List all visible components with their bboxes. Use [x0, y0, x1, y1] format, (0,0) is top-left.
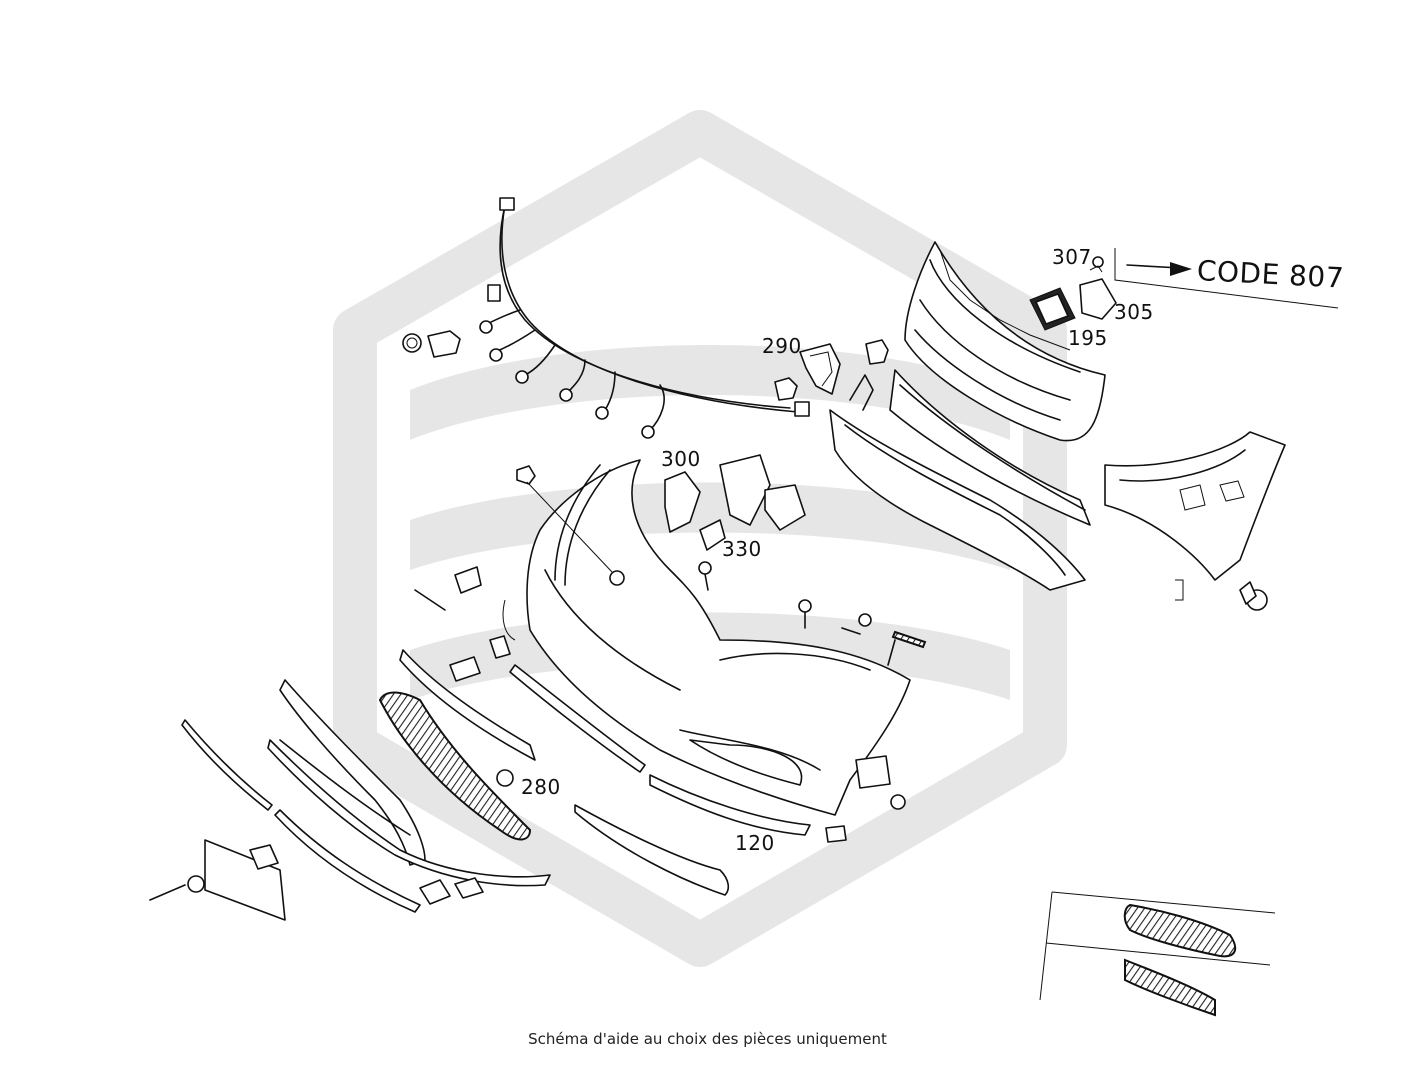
lower-left-trims: [149, 566, 847, 921]
wiring-harness: [402, 197, 810, 439]
part-label-280: 280: [521, 775, 561, 799]
diagram-caption: Schéma d'aide au choix des pièces unique…: [528, 1030, 887, 1048]
side-bracket-right: [1104, 431, 1286, 611]
parts-195-305-307: [1029, 256, 1117, 331]
code-807-label: CODE 807: [1196, 254, 1345, 295]
part-label-120: 120: [735, 831, 775, 855]
part-label-307: 307: [1052, 245, 1092, 269]
impact-absorber: [829, 374, 1086, 591]
upper-grille-carrier: [889, 241, 1106, 526]
brackets-300-330: [664, 454, 927, 810]
inset-grille-options: [1039, 891, 1276, 1017]
code-807-pointer: [1114, 248, 1339, 309]
part-label-290: 290: [762, 334, 802, 358]
part-label-330: 330: [722, 537, 762, 561]
bumper-cover: [516, 459, 911, 816]
part-label-300: 300: [661, 447, 701, 471]
part-label-195: 195: [1068, 326, 1108, 350]
bracket-290: [799, 339, 889, 395]
part-label-305: 305: [1114, 300, 1154, 324]
